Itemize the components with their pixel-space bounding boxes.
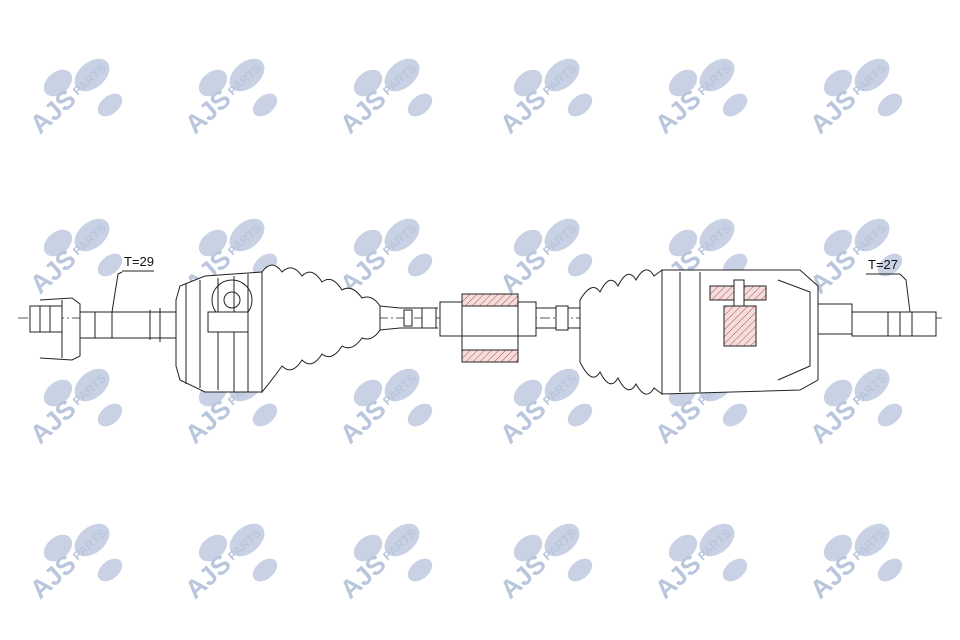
right-spline-stub [817, 303, 937, 337]
right-spline-callout [866, 273, 911, 313]
left-spline-label: T=29 [124, 254, 154, 269]
drive-shaft [18, 264, 942, 395]
inner-cv-boot [579, 269, 663, 395]
outer-cv-joint [175, 271, 263, 393]
left-spline-callout [111, 270, 154, 313]
inner-tripod-housing [661, 269, 819, 395]
left-spline-stub [79, 308, 181, 342]
intermediate-shaft [400, 307, 438, 329]
damper-weight [439, 293, 537, 363]
left-hub-nut [29, 297, 81, 361]
right-spline-label: T=27 [868, 257, 898, 272]
